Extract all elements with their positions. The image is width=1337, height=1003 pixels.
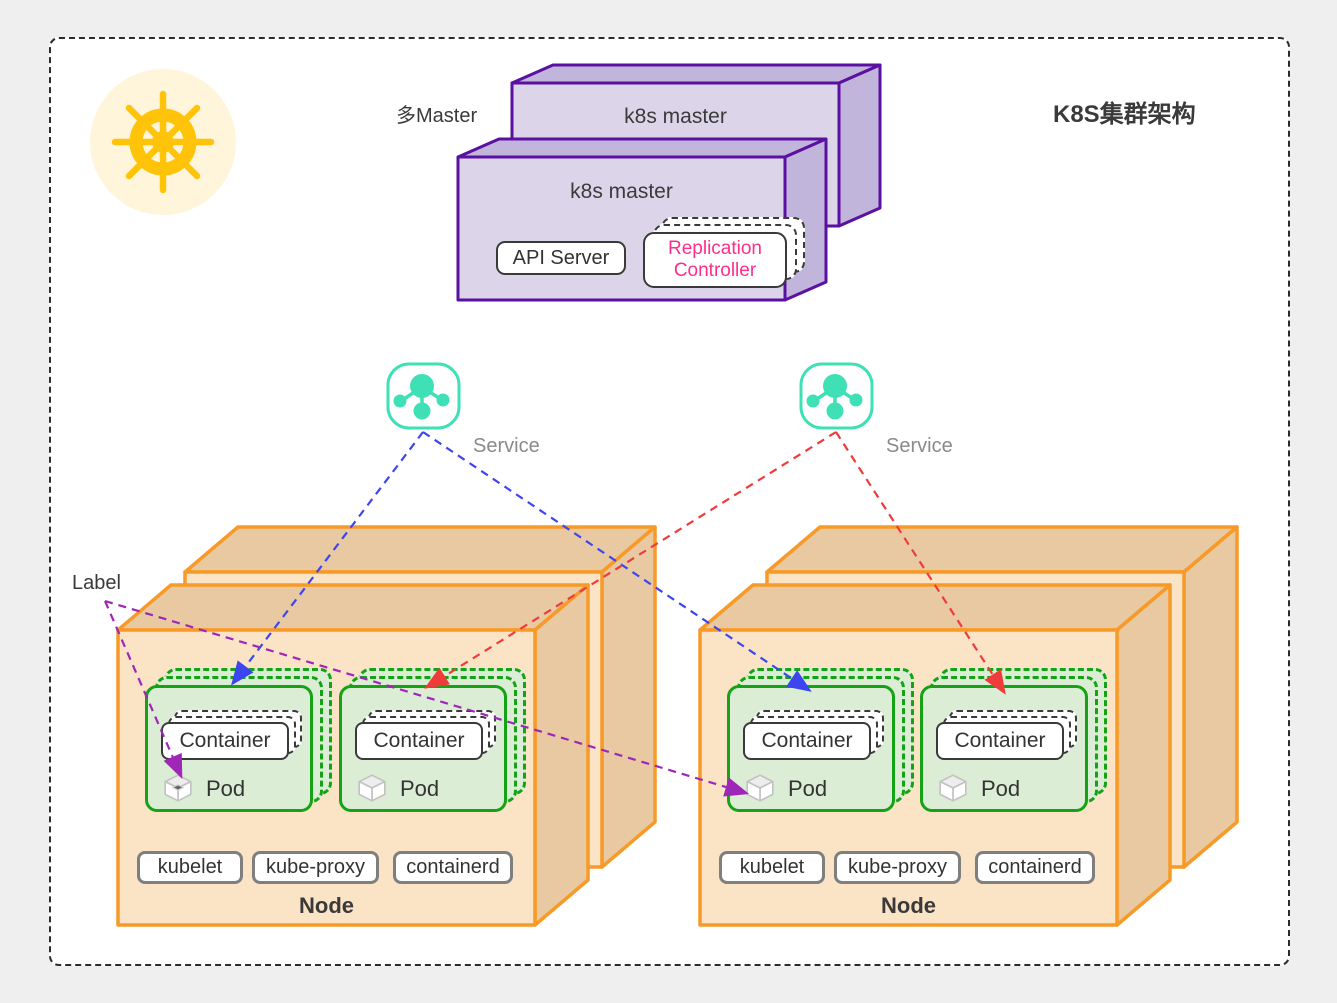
label-annotation: Label	[72, 572, 121, 594]
kube-proxy-button: kube-proxy	[834, 851, 961, 884]
node-name-left: Node	[299, 893, 354, 918]
service-label-left: Service	[473, 435, 540, 457]
pod-cube-icon	[358, 774, 386, 802]
pod-label: Pod	[981, 776, 1021, 801]
page-title: K8S集群架构	[1053, 101, 1196, 128]
kube-proxy-button: kube-proxy	[252, 851, 379, 884]
container-label: Container	[373, 729, 465, 752]
pod: Container Pod	[145, 685, 313, 812]
kube-proxy-label: kube-proxy	[266, 856, 365, 878]
kubelet-button: kubelet	[719, 851, 825, 884]
pod-group: Container Pod	[920, 668, 1107, 812]
kubelet-label: kubelet	[739, 856, 805, 878]
multi-master-label: 多Master	[396, 105, 478, 127]
pod: Container Pod	[727, 685, 895, 812]
containerd-label: containerd	[988, 856, 1082, 878]
diagram-dashed-border	[49, 37, 1290, 966]
pod-cube-icon	[164, 774, 192, 802]
replication-controller-card: Replication Controller	[643, 232, 787, 288]
container-label: Container	[954, 729, 1046, 752]
pod-label: Pod	[788, 776, 828, 801]
container-card: Container	[936, 722, 1064, 760]
kubelet-label: kubelet	[157, 856, 223, 878]
pod-label: Pod	[400, 776, 440, 801]
pod: Container Pod	[920, 685, 1088, 812]
kube-proxy-label: kube-proxy	[848, 856, 947, 878]
pod-cube-icon	[939, 774, 967, 802]
pod-cube-icon	[746, 774, 774, 802]
container-label: Container	[761, 729, 853, 752]
service-label-right: Service	[886, 435, 953, 457]
pod: Container Pod	[339, 685, 507, 812]
api-server-card: API Server	[496, 241, 626, 275]
pod-label: Pod	[206, 776, 246, 801]
containerd-button: containerd	[975, 851, 1095, 884]
containerd-button: containerd	[393, 851, 513, 884]
container-label: Container	[179, 729, 271, 752]
container-card: Container	[161, 722, 289, 760]
node-name-right: Node	[881, 893, 936, 918]
api-server-label: API Server	[512, 246, 610, 269]
pod-group: Container Pod	[145, 668, 332, 812]
master-front-title: k8s master	[570, 180, 673, 203]
pod-group: Container Pod	[339, 668, 526, 812]
kubelet-button: kubelet	[137, 851, 243, 884]
containerd-label: containerd	[406, 856, 500, 878]
master-back-title: k8s master	[624, 105, 727, 128]
replication-controller-label: Replication Controller	[668, 237, 762, 281]
container-card: Container	[743, 722, 871, 760]
container-card: Container	[355, 722, 483, 760]
pod-group: Container Pod	[727, 668, 914, 812]
